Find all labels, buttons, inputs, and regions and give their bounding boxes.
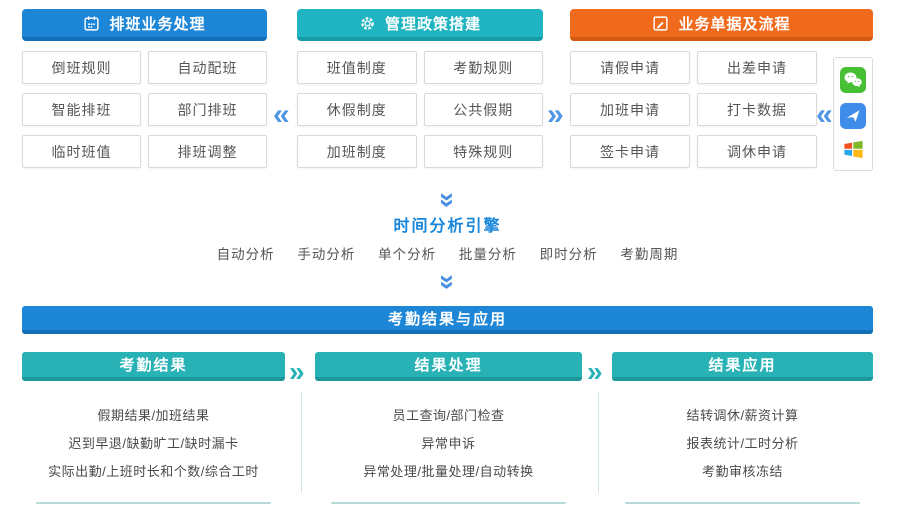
panel-title: 管理政策搭建 — [384, 15, 481, 33]
result-bar-processing: 结果处理 — [315, 352, 582, 381]
item-box: 特殊规则 — [423, 135, 543, 168]
engine-modes: 自动分析 手动分析 单个分析 批量分析 即时分析 考勤周期 — [22, 243, 873, 263]
windows-icon — [842, 138, 865, 161]
column-divider — [598, 392, 599, 493]
item-box: 休假制度 — [297, 93, 417, 126]
item-box: 考勤规则 — [423, 51, 543, 84]
result-bar-title: 结果处理 — [414, 357, 483, 374]
engine-mode: 单个分析 — [378, 247, 437, 262]
panel-forms-header: 业务单据及流程 — [570, 9, 873, 41]
item-box: 公共假期 — [423, 93, 543, 126]
calendar-icon — [83, 15, 100, 32]
wechat-icon — [840, 67, 866, 94]
panel-forms-grid: 请假申请 出差申请 加班申请 打卡数据 签卡申请 调休申请 — [570, 51, 817, 168]
flow-down-connector: » — [22, 186, 873, 214]
engine-mode: 批量分析 — [458, 247, 517, 262]
item-box: 临时班值 — [22, 135, 141, 168]
item-box: 部门排班 — [148, 93, 267, 126]
gear-icon — [359, 15, 376, 32]
chevron-down-icon: » — [432, 274, 464, 290]
list-item: 员工查询/部门检查 — [392, 408, 505, 423]
item-box: 班值制度 — [297, 51, 417, 84]
item-box: 签卡申请 — [570, 135, 690, 168]
engine-mode: 手动分析 — [297, 247, 356, 262]
chevron-right-icon: » — [289, 356, 305, 387]
engine-mode: 自动分析 — [216, 247, 275, 262]
panel-forms: 业务单据及流程 请假申请 出差申请 加班申请 打卡数据 签卡申请 调休申请 — [570, 9, 873, 168]
list-item: 异常处理/批量处理/自动转换 — [363, 464, 534, 479]
panel-title: 排班业务处理 — [109, 15, 206, 33]
panel-policies: 管理政策搭建 班值制度 考勤规则 休假制度 公共假期 加班制度 特殊规则 — [297, 9, 543, 168]
engine-title: 时间分析引擎 — [393, 218, 502, 235]
item-box: 排班调整 — [148, 135, 267, 168]
chevron-left-icon: « — [273, 98, 290, 131]
engine-mode: 考勤周期 — [620, 247, 679, 262]
panel-scheduling-grid: 倒班规则 自动配班 智能排班 部门排班 临时班值 排班调整 — [22, 51, 267, 168]
list-item: 迟到早退/缺勤旷工/缺时漏卡 — [68, 436, 239, 451]
result-list-processing: 员工查询/部门检查 异常申诉 异常处理/批量处理/自动转换 — [315, 402, 582, 486]
list-item: 结转调休/薪资计算 — [686, 408, 799, 423]
chevron-left-icon: « — [816, 98, 833, 131]
list-item: 假期结果/加班结果 — [97, 408, 210, 423]
item-box: 倒班规则 — [22, 51, 141, 84]
item-box: 打卡数据 — [697, 93, 817, 126]
list-item: 考勤审核冻结 — [701, 464, 783, 479]
cutoff-box-top — [331, 502, 566, 504]
results-banner-title: 考勤结果与应用 — [387, 310, 507, 328]
item-box: 出差申请 — [697, 51, 817, 84]
flow-down-connector: » — [22, 268, 873, 296]
result-bar-title: 结果应用 — [708, 357, 777, 374]
item-box: 加班申请 — [570, 93, 690, 126]
app-source-column — [833, 57, 873, 171]
list-item: 异常申诉 — [421, 436, 476, 451]
engine-mode: 即时分析 — [539, 247, 598, 262]
item-box: 请假申请 — [570, 51, 690, 84]
item-box: 智能排班 — [22, 93, 141, 126]
panel-scheduling-header: 排班业务处理 — [22, 9, 267, 41]
panel-scheduling: 排班业务处理 倒班规则 自动配班 智能排班 部门排班 临时班值 排班调整 — [22, 9, 267, 168]
result-list-attendance: 假期结果/加班结果 迟到早退/缺勤旷工/缺时漏卡 实际出勤/上班时长和个数/综合… — [22, 402, 285, 486]
cutoff-box-top — [36, 502, 271, 504]
cutoff-box-top — [625, 502, 860, 504]
list-item: 实际出勤/上班时长和个数/综合工时 — [48, 464, 259, 479]
list-item: 报表统计/工时分析 — [686, 436, 799, 451]
item-box: 加班制度 — [297, 135, 417, 168]
form-icon — [652, 15, 669, 32]
item-box: 调休申请 — [697, 135, 817, 168]
panel-title: 业务单据及流程 — [678, 15, 791, 33]
panel-policies-grid: 班值制度 考勤规则 休假制度 公共假期 加班制度 特殊规则 — [297, 51, 543, 168]
chevron-down-icon: » — [432, 192, 464, 208]
item-box: 自动配班 — [148, 51, 267, 84]
result-bar-attendance: 考勤结果 — [22, 352, 285, 381]
results-banner: 考勤结果与应用 — [22, 306, 873, 334]
result-list-application: 结转调休/薪资计算 报表统计/工时分析 考勤审核冻结 — [612, 402, 873, 486]
result-bar-application: 结果应用 — [612, 352, 873, 381]
message-app-icon — [840, 102, 866, 129]
chevron-right-icon: » — [547, 98, 564, 131]
result-bar-title: 考勤结果 — [119, 357, 188, 374]
column-divider — [301, 392, 302, 493]
panel-policies-header: 管理政策搭建 — [297, 9, 543, 41]
chevron-right-icon: » — [587, 356, 603, 387]
